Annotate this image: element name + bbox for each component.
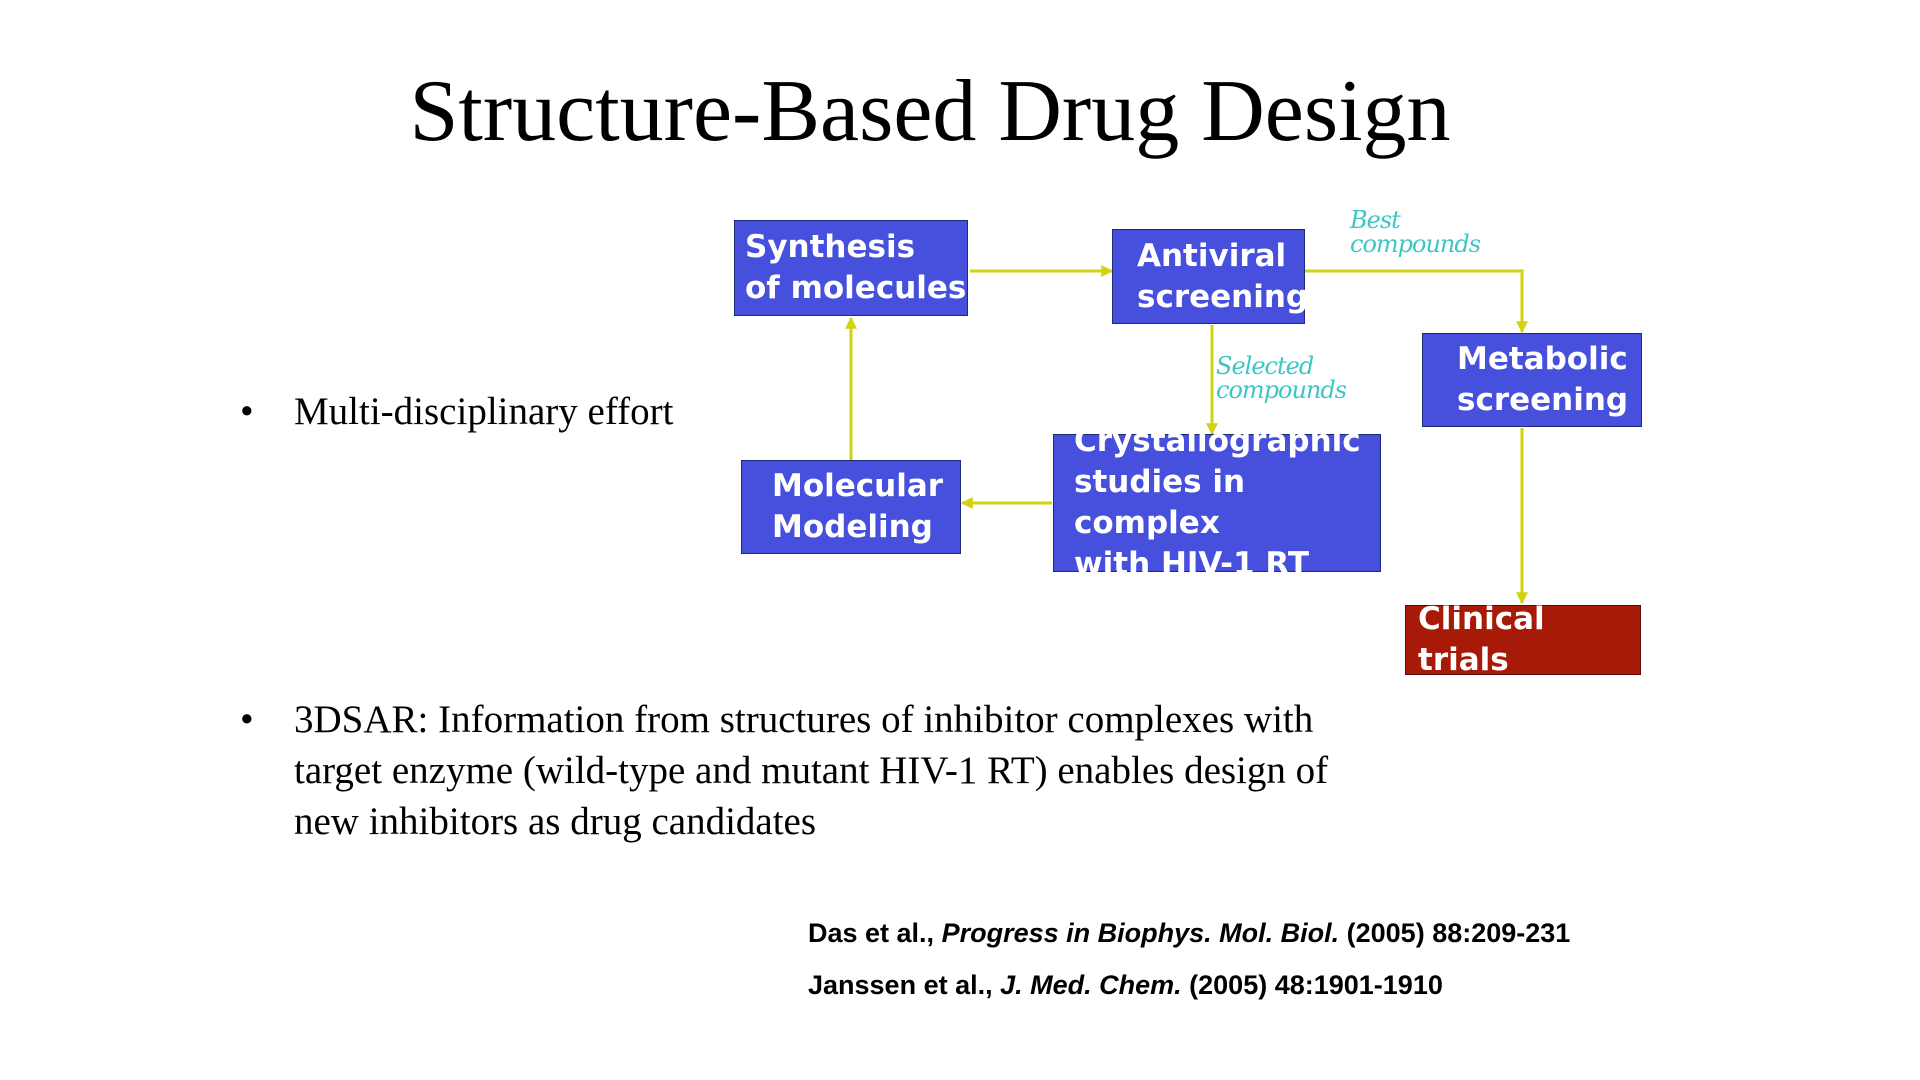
box-crystallographic-studies: Crystallographic studies in complex with… xyxy=(1053,423,1381,582)
arrow-antiviral-to-metabolic xyxy=(1305,269,1528,334)
bullet-text: Multi-disciplinary effort xyxy=(294,390,674,433)
slide-title: Structure-Based Drug Design xyxy=(409,63,1451,160)
box-synthesis-of-molecules: Synthesis of molecules xyxy=(734,220,968,316)
reference-das: Das et al., Progress in Biophys. Mol. Bi… xyxy=(808,918,1570,949)
bullet-text-line-2: target enzyme (wild-type and mutant HIV-… xyxy=(294,749,1329,792)
bullet-text-line-1: 3DSAR: Information from structures of in… xyxy=(294,698,1314,741)
bullet-marker: • xyxy=(240,390,254,433)
reference-janssen: Janssen et al., J. Med. Chem. (2005) 48:… xyxy=(808,970,1443,1001)
bullet-marker: • xyxy=(240,698,254,741)
reference-journal: J. Med. Chem. xyxy=(1000,970,1182,1000)
label-selected-compounds: Selected compounds xyxy=(1216,352,1347,404)
box-antiviral-screening: Antiviral screening xyxy=(1112,229,1308,324)
reference-journal: Progress in Biophys. Mol. Biol. xyxy=(941,918,1340,948)
reference-authors: Janssen et al., xyxy=(808,970,1001,1000)
label-best-compounds: Best compounds xyxy=(1350,206,1481,258)
bullet-text-line-3: new inhibitors as drug candidates xyxy=(294,800,817,843)
reference-authors: Das et al., xyxy=(808,918,942,948)
box-molecular-modeling: Molecular Modeling xyxy=(741,460,961,554)
box-clinical-trials: Clinical trials xyxy=(1405,601,1641,678)
box-metabolic-screening: Metabolic screening xyxy=(1422,333,1642,427)
reference-details: (2005) 48:1901-1910 xyxy=(1181,970,1443,1000)
reference-details: (2005) 88:209-231 xyxy=(1339,918,1571,948)
